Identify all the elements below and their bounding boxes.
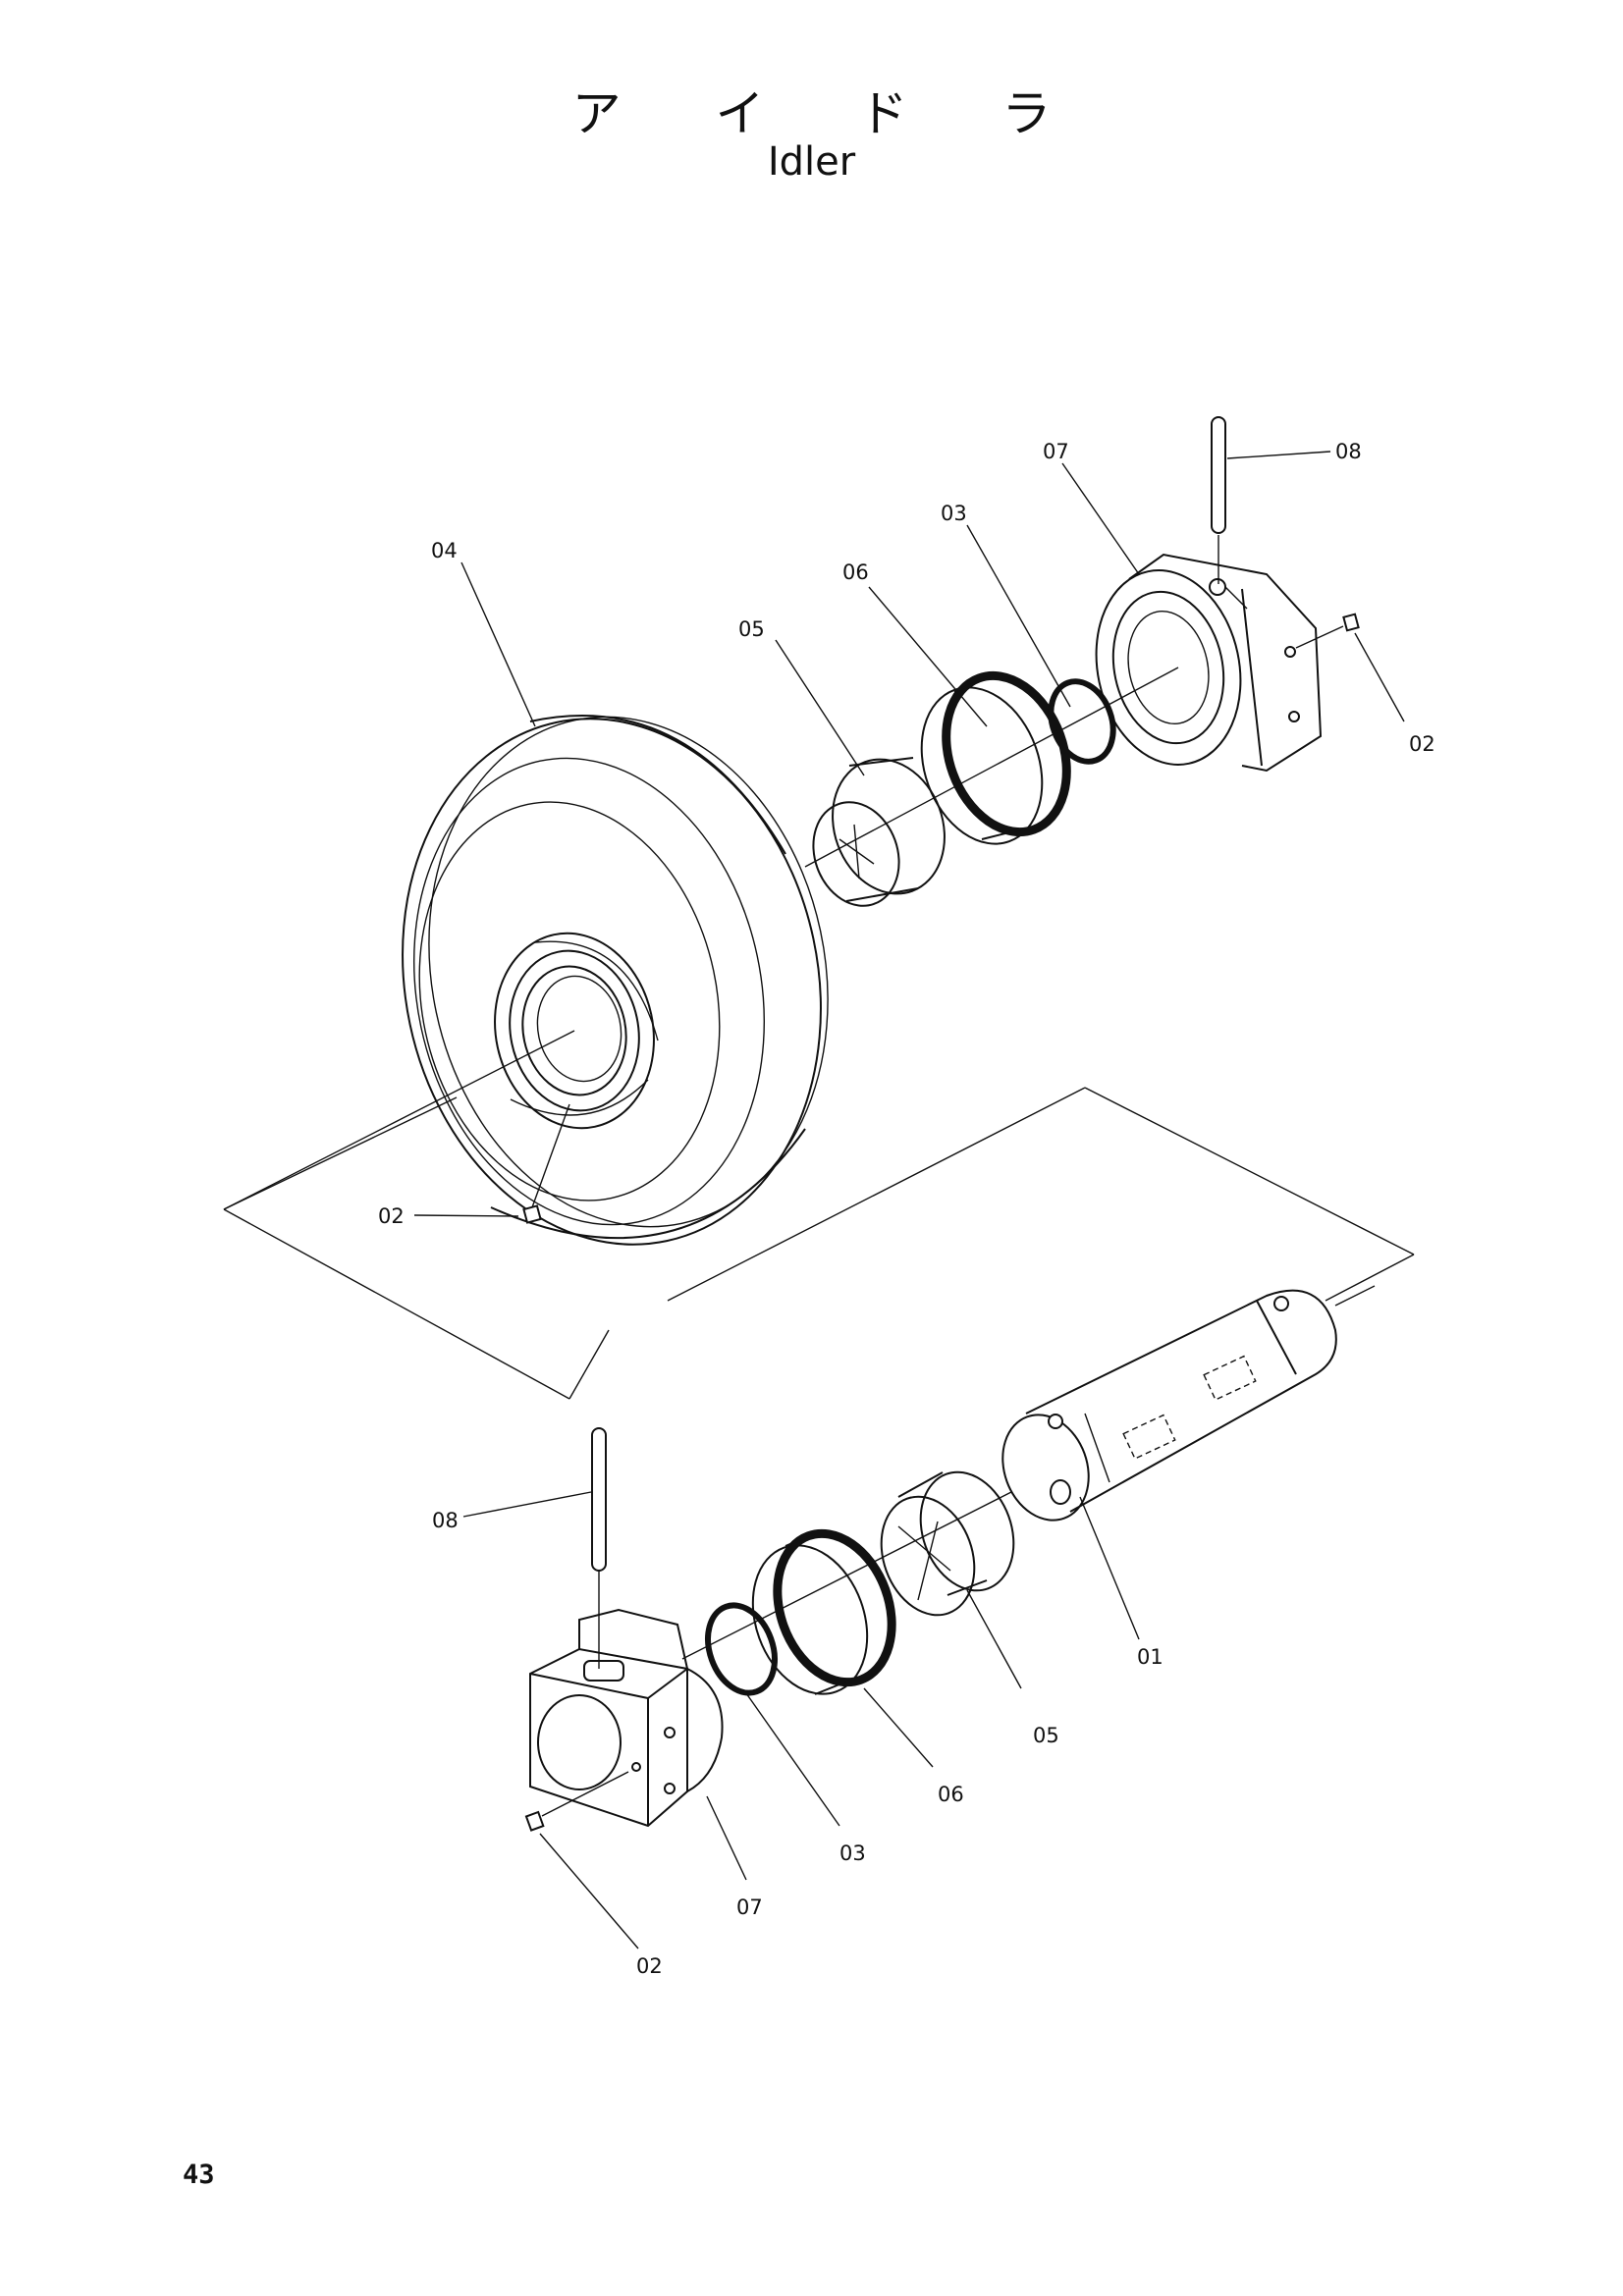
page-title-english: Idler: [767, 139, 856, 185]
callout-03-upper: 03: [941, 502, 967, 525]
page-number: 43: [183, 2160, 215, 2190]
callout-02-lower: 02: [636, 1954, 663, 1978]
page-title-japanese: ア イ ド ラ: [571, 85, 1091, 142]
callout-07-upper: 07: [1043, 440, 1069, 463]
pin-08-upper: [1211, 416, 1331, 584]
bracket-07-upper: [1095, 553, 1323, 773]
set-screw-02-wheel: [522, 1103, 570, 1224]
callout-05-lower: 05: [1033, 1724, 1059, 1747]
bushing-05-upper: [812, 757, 946, 907]
callout-06-upper: 06: [842, 561, 869, 584]
callout-03-lower: 03: [839, 1842, 866, 1865]
set-screw-02-lower: [524, 1771, 639, 1949]
pin-08-lower: [462, 1427, 607, 1669]
callout-02-upper: 02: [1409, 732, 1435, 756]
callout-01: 01: [1137, 1645, 1163, 1669]
callout-04: 04: [431, 539, 458, 562]
set-screw-02-upper: [1295, 613, 1405, 722]
o-ring-03-lower: [705, 1602, 840, 1827]
callout-05-upper: 05: [738, 617, 765, 641]
callout-08-upper: 08: [1335, 440, 1362, 463]
o-ring-03-upper: [1048, 678, 1116, 765]
idler-wheel-04: [402, 715, 829, 1246]
callout-08-lower: 08: [432, 1509, 459, 1532]
floating-seal-06-upper: [920, 670, 1071, 845]
shaft-01: [1001, 1285, 1376, 1640]
bracket-07-lower: [529, 1608, 747, 1881]
floating-seal-06-lower: [751, 1528, 934, 1768]
callout-07-lower: 07: [736, 1896, 763, 1919]
bushing-05-lower: [880, 1470, 1022, 1689]
callout-06-lower: 06: [938, 1783, 964, 1806]
projection-plane-outline: [223, 1087, 1415, 1400]
callout-02-wheel: 02: [378, 1204, 405, 1228]
